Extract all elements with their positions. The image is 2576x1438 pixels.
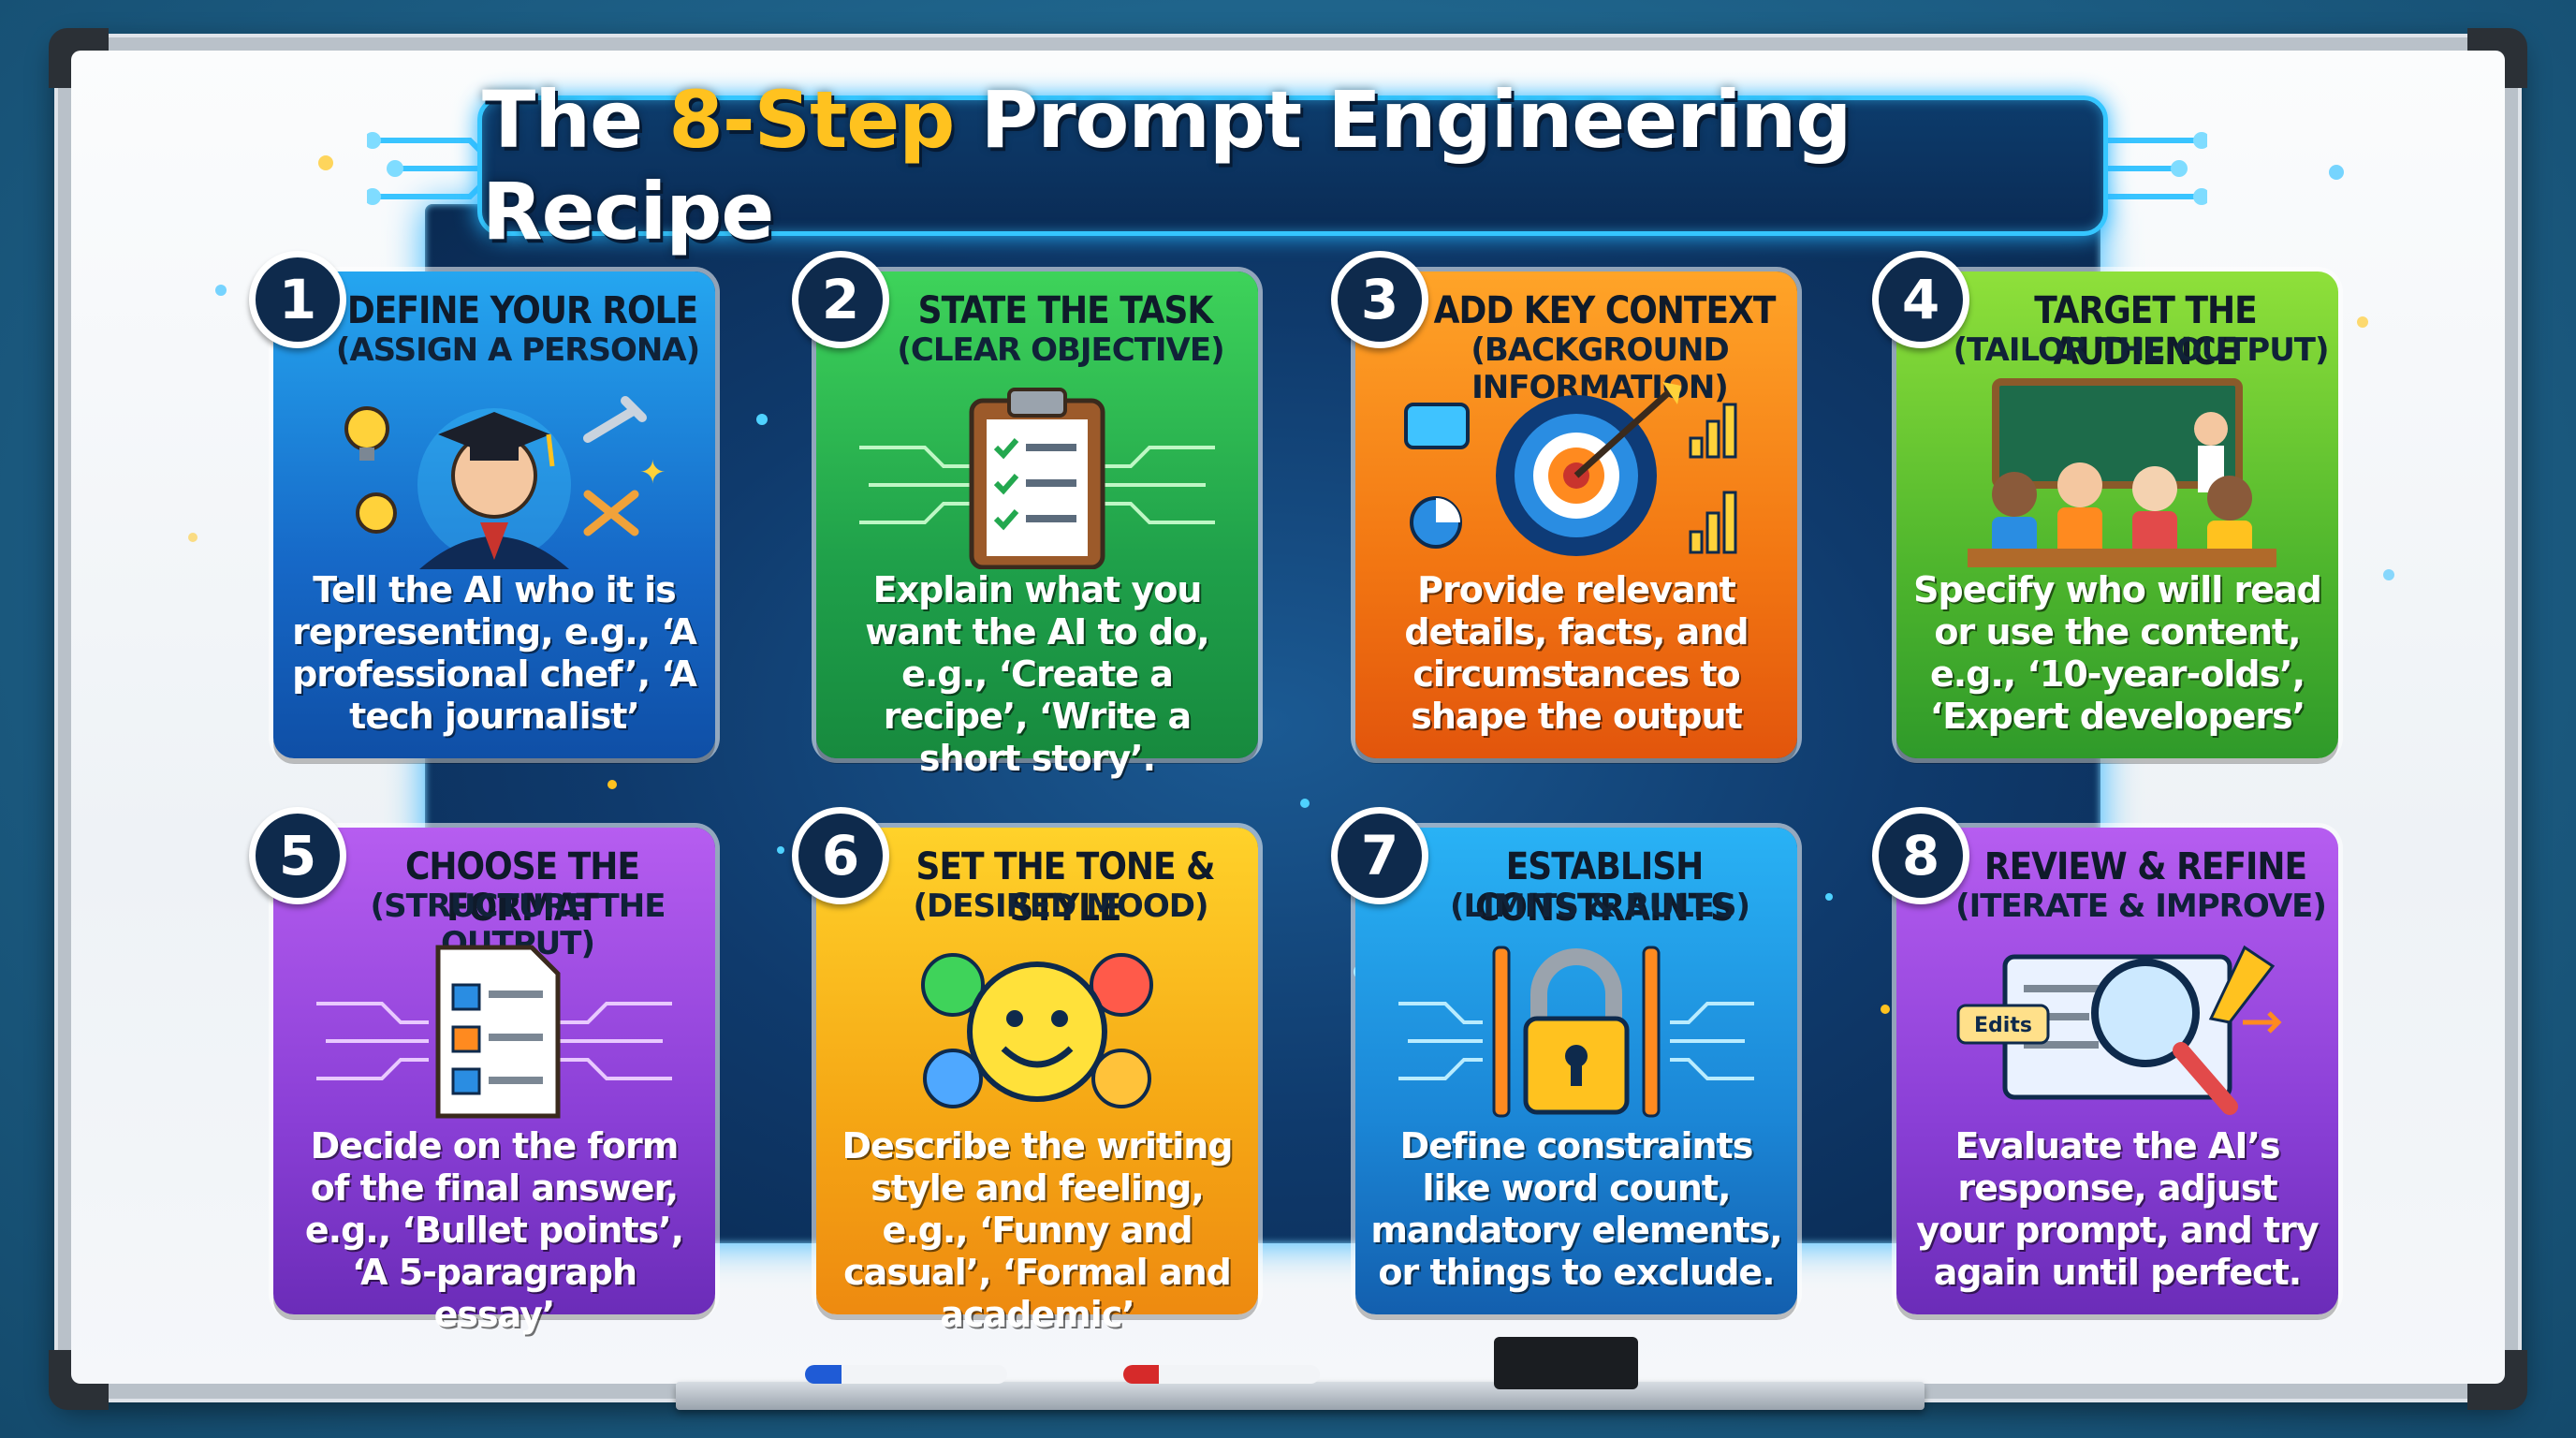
step-badge: 2: [792, 251, 889, 348]
step-subtitle: (CLEAR OBJECTIVE): [897, 331, 1224, 369]
step-badge: 7: [1331, 807, 1428, 904]
step-badge: 5: [249, 807, 346, 904]
graduate-persona-icon: ✦: [344, 396, 666, 569]
title-banner: The 8-Step Prompt Engineering Recipe: [477, 74, 2108, 257]
board-sparkles: [188, 155, 2394, 580]
magnifier-edits-icon: Edits: [1956, 945, 2282, 1115]
title-prefix: The: [482, 74, 643, 166]
step-card-4: 4 TARGET THE AUDIENCE (TAILOR THE OUTPUT…: [1872, 251, 2338, 758]
classroom-audience-icon: [1968, 378, 2276, 567]
step-description: Describe the writing style and feeling, …: [842, 1125, 1234, 1335]
edits-tag: Edits: [1974, 1014, 2032, 1037]
emoji-faces-icon: [921, 953, 1153, 1108]
target-arrow-icon: [1404, 382, 1737, 556]
step-badge: 3: [1331, 251, 1428, 348]
step-title: CHOOSE THE FORMAT: [405, 845, 640, 930]
step-card-5: 5 CHOOSE THE FORMAT (STRUCTURE THE OUTPU…: [249, 807, 715, 1335]
step-card-7: 7 ESTABLISH CONSTRAINTS (LIMITS & RULES)…: [1331, 807, 1797, 1314]
step-title: TARGET THE AUDIENCE: [2034, 289, 2257, 374]
step-description: Specify who will read or use the content…: [1913, 569, 2322, 737]
step-description: Evaluate the AI’s response, adjust your …: [1916, 1125, 2319, 1293]
document-format-icon: [316, 945, 672, 1119]
title-accent: 8-Step: [668, 74, 955, 166]
padlock-icon: [1398, 946, 1754, 1118]
blue-marker[interactable]: [805, 1365, 1007, 1384]
step-description: Provide relevant details, facts, and cir…: [1404, 569, 1749, 737]
step-card-6: 6 SET THE TONE & STYLE (DESIRED MOOD) De…: [792, 807, 1258, 1335]
step-subtitle: (ASSIGN A PERSONA): [335, 331, 700, 369]
step-card-8: 8 REVIEW & REFINE (ITERATE & IMPROVE) Ed…: [1872, 807, 2338, 1314]
step-card-2: 2 STATE THE TASK (CLEAR OBJECTIVE) Expla…: [792, 251, 1258, 779]
step-subtitle: (DESIRED MOOD): [913, 888, 1209, 925]
whiteboard-eraser[interactable]: [1494, 1337, 1638, 1389]
step-title: SET THE TONE & STYLE: [915, 845, 1215, 930]
step-description: Tell the AI who it is representing, e.g.…: [292, 569, 697, 737]
step-title: ESTABLISH CONSTRAINTS: [1474, 845, 1734, 930]
step-title: ADD KEY CONTEXT: [1433, 289, 1777, 332]
step-description: Define constraints like word count, mand…: [1370, 1125, 1782, 1293]
step-card-3: 3 ADD KEY CONTEXT (BACKGROUND INFORMATIO…: [1331, 251, 1797, 758]
step-subtitle: (STRUCTURE THE OUTPUT): [370, 888, 666, 962]
step-subtitle: (BACKGROUND INFORMATION): [1471, 331, 1729, 406]
step-title: DEFINE YOUR ROLE: [346, 289, 698, 332]
step-badge: 6: [792, 807, 889, 904]
step-card-1: 1 DEFINE YOUR ROLE (ASSIGN A PERSONA) ✦ …: [249, 251, 715, 758]
step-subtitle: (LIMITS & RULES): [1449, 888, 1750, 925]
step-title: REVIEW & REFINE: [1983, 845, 2307, 888]
step-badge: 4: [1872, 251, 1969, 348]
step-subtitle: (TAILOR THE OUTPUT): [1953, 331, 2329, 369]
step-badge: 1: [249, 251, 346, 348]
marker-tray: [676, 1382, 1925, 1410]
red-marker[interactable]: [1123, 1365, 1320, 1384]
step-description: Explain what you want the AI to do, e.g.…: [865, 569, 1209, 779]
step-description: Decide on the form of the final answer, …: [304, 1125, 684, 1335]
clipboard-checklist-icon: [859, 388, 1215, 569]
step-badge: 8: [1872, 807, 1969, 904]
step-subtitle: (ITERATE & IMPROVE): [1955, 888, 2327, 925]
page-title: The 8-Step Prompt Engineering Recipe: [482, 74, 2103, 257]
step-title: STATE THE TASK: [917, 289, 1214, 332]
title-suffix: Prompt Engineering Recipe: [482, 74, 1852, 257]
svg-text:✦: ✦: [639, 454, 666, 492]
